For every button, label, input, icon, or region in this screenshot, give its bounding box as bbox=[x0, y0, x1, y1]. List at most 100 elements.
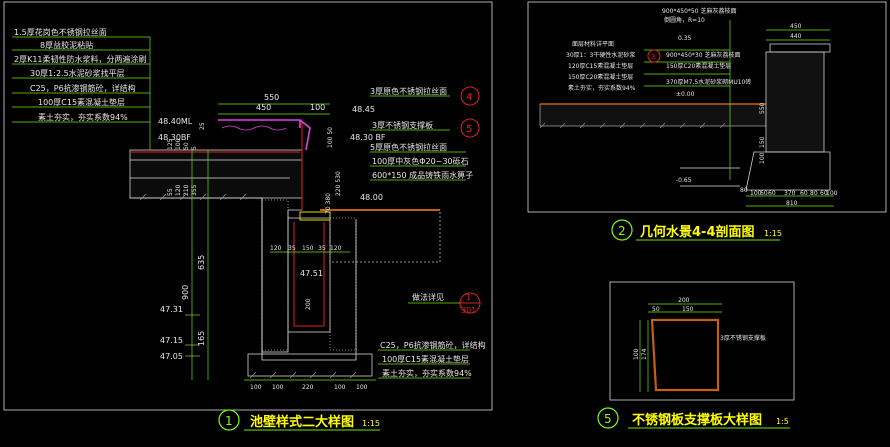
detail5-title: 5 不锈钢板支撑板大样图 1:5 bbox=[597, 407, 790, 429]
svg-text:100厚C15素混凝土垫层: 100厚C15素混凝土垫层 bbox=[382, 354, 469, 364]
svg-text:120厚C15素混凝土垫层: 120厚C15素混凝土垫层 bbox=[568, 62, 633, 70]
svg-text:4: 4 bbox=[466, 92, 472, 103]
detail1-top-dims: 550 450 100 bbox=[218, 93, 330, 115]
svg-text:素土夯实，夯实系数94%: 素土夯实，夯实系数94% bbox=[568, 84, 636, 92]
svg-text:30厚1：3干硬性水泥砂浆: 30厚1：3干硬性水泥砂浆 bbox=[566, 51, 635, 59]
detail1-callout-1-301[interactable]: 1 301 bbox=[459, 292, 481, 315]
svg-text:50: 50 bbox=[652, 306, 660, 313]
detail1-title: 1 池壁样式二大样图 1:15 bbox=[218, 409, 380, 431]
detail1-title-text: 池壁样式二大样图 bbox=[250, 414, 354, 430]
svg-text:47.51: 47.51 bbox=[300, 269, 323, 278]
detail2-drawing bbox=[539, 20, 831, 191]
d1-right-level-3: 48.00 bbox=[360, 193, 383, 202]
svg-text:60: 60 bbox=[820, 190, 828, 197]
d1-v-7: 120 bbox=[175, 184, 182, 196]
detail5-scale: 1:5 bbox=[776, 417, 789, 426]
d1-note-4: 100厚中灰色Φ20~30砾石 bbox=[372, 156, 469, 166]
svg-text:100: 100 bbox=[633, 348, 640, 360]
svg-text:100: 100 bbox=[334, 384, 346, 391]
svg-text:C25，P6抗渗钢筋砼，详结构: C25，P6抗渗钢筋砼，详结构 bbox=[380, 340, 486, 350]
svg-text:900*450*30 芝麻灰荔枝面: 900*450*30 芝麻灰荔枝面 bbox=[666, 51, 740, 59]
d1-right-level-2: 48.30 BF bbox=[350, 133, 386, 142]
detail1-left-dims: 900 635 165 48.40ML 48.30BF 47.31 47.15 … bbox=[158, 117, 209, 380]
svg-text:100: 100 bbox=[759, 152, 766, 164]
svg-text:2: 2 bbox=[618, 224, 626, 238]
svg-text:1: 1 bbox=[225, 414, 233, 428]
detail1-right-notes: 3厚原色不锈钢拉丝面 3厚不锈钢支撑板 5厚原色不锈钢拉丝面 100厚中灰色Φ2… bbox=[370, 86, 473, 181]
svg-text:倒圆角，R=10: 倒圆角，R=10 bbox=[664, 16, 705, 24]
d1-dim-900: 900 bbox=[181, 285, 190, 300]
d1-layer-6: 100厚C15素混凝土垫层 bbox=[38, 97, 125, 107]
svg-text:60: 60 bbox=[768, 190, 776, 197]
detail1-top-vert-dims: 125 100 50 5 25 55 120 210 355 bbox=[167, 122, 206, 196]
svg-text:60: 60 bbox=[760, 190, 768, 197]
d1-right-level-1: 48.45 bbox=[352, 105, 375, 114]
svg-text:80: 80 bbox=[740, 187, 748, 194]
svg-text:150厚C20素混凝土垫层: 150厚C20素混凝土垫层 bbox=[666, 62, 731, 70]
svg-text:5: 5 bbox=[604, 412, 612, 426]
svg-text:450: 450 bbox=[790, 23, 802, 30]
svg-text:150厚C20素混凝土垫层: 150厚C20素混凝土垫层 bbox=[568, 73, 633, 81]
svg-text:440: 440 bbox=[790, 33, 802, 40]
detail1-right-levels: 48.45 48.30 BF 48.00 100 50 220 530 70 3… bbox=[325, 105, 386, 214]
d1-v-4: 5 bbox=[191, 146, 198, 150]
detail2-title-text: 几何水景4-4剖面图 bbox=[640, 224, 755, 240]
detail2-frame bbox=[527, 1, 887, 213]
svg-text:60: 60 bbox=[800, 190, 808, 197]
d1-level-1: 48.40ML bbox=[158, 117, 193, 126]
svg-text:100: 100 bbox=[250, 384, 262, 391]
svg-text:150: 150 bbox=[759, 136, 766, 148]
d1-layer-5: C25，P6抗渗钢筋砼，详结构 bbox=[30, 83, 136, 93]
svg-text:220: 220 bbox=[302, 384, 314, 391]
svg-text:0.35: 0.35 bbox=[678, 35, 692, 42]
svg-text:100: 100 bbox=[750, 190, 762, 197]
d1-right-dim-3: 70 380 bbox=[325, 193, 332, 214]
d1-v-5: 25 bbox=[199, 122, 206, 130]
svg-text:-0.65: -0.65 bbox=[676, 177, 692, 184]
detail2-title: 2 几何水景4-4剖面图 1:15 bbox=[611, 219, 782, 241]
detail1-callout-4[interactable]: 4 bbox=[460, 86, 480, 106]
d1-v-1: 125 bbox=[167, 138, 174, 150]
d1-v-9: 355 bbox=[191, 184, 198, 196]
d1-layer-2: 8厚益胶泥粘贴 bbox=[40, 40, 93, 50]
d1-layer-4: 30厚1:2.5水泥砂浆找平层 bbox=[30, 68, 125, 78]
detail2-dims: 450 440 0.35 ±0.00 -0.65 550 150 100 100… bbox=[676, 23, 838, 207]
d1-note-1: 3厚原色不锈钢拉丝面 bbox=[370, 86, 447, 96]
svg-text:900*450*50 芝麻灰荔枝面: 900*450*50 芝麻灰荔枝面 bbox=[662, 7, 736, 15]
svg-text:3: 3 bbox=[651, 53, 655, 61]
d1-ref-note: 做法详见 bbox=[412, 292, 444, 302]
detail1-inner: 120 35 150 35 120 47.51 200 bbox=[270, 245, 350, 310]
svg-text:120: 120 bbox=[270, 245, 282, 252]
svg-text:35: 35 bbox=[288, 245, 296, 252]
detail5-drawing: 200 50 150 100 174 3厚不锈钢支撑板 bbox=[633, 297, 766, 392]
d1-layer-1: 1.5厚花岗色不锈钢拉丝面 bbox=[14, 27, 107, 37]
detail1-frame bbox=[3, 1, 493, 411]
d1-v-6: 55 bbox=[167, 188, 174, 196]
svg-text:80: 80 bbox=[810, 190, 818, 197]
svg-text:370: 370 bbox=[784, 190, 796, 197]
svg-text:301: 301 bbox=[461, 306, 476, 315]
svg-text:素土夯实，夯实系数94%: 素土夯实，夯实系数94% bbox=[382, 368, 472, 378]
svg-text:100: 100 bbox=[826, 190, 838, 197]
d1-level-4: 47.31 bbox=[160, 305, 183, 314]
d1-v-8: 210 bbox=[183, 184, 190, 196]
svg-text:100: 100 bbox=[272, 384, 284, 391]
d1-dim-635: 635 bbox=[197, 255, 206, 270]
svg-text:370厚M7.5水泥砂浆砌MU10砖: 370厚M7.5水泥砂浆砌MU10砖 bbox=[666, 78, 751, 86]
svg-text:±0.00: ±0.00 bbox=[676, 91, 695, 98]
d1-note-5: 600*150 成品铸铁雨水箅子 bbox=[372, 170, 473, 180]
detail1-callout-5[interactable]: 5 bbox=[460, 118, 480, 138]
svg-text:100: 100 bbox=[356, 384, 368, 391]
d1-v-3: 50 bbox=[183, 142, 190, 150]
svg-text:面层材料详平面: 面层材料详平面 bbox=[572, 40, 614, 48]
svg-text:3厚不锈钢支撑板: 3厚不锈钢支撑板 bbox=[720, 334, 766, 342]
detail2-scale: 1:15 bbox=[764, 229, 782, 238]
detail2-callout-3[interactable]: 3 bbox=[647, 49, 661, 63]
d1-note-2: 3厚不锈钢支撑板 bbox=[372, 120, 433, 130]
d1-level-6: 47.05 bbox=[160, 352, 183, 361]
d1-dim-165: 165 bbox=[197, 331, 206, 346]
detail5-title-text: 不锈钢板支撑板大样图 bbox=[632, 412, 762, 428]
d1-v-2: 100 bbox=[175, 138, 182, 150]
